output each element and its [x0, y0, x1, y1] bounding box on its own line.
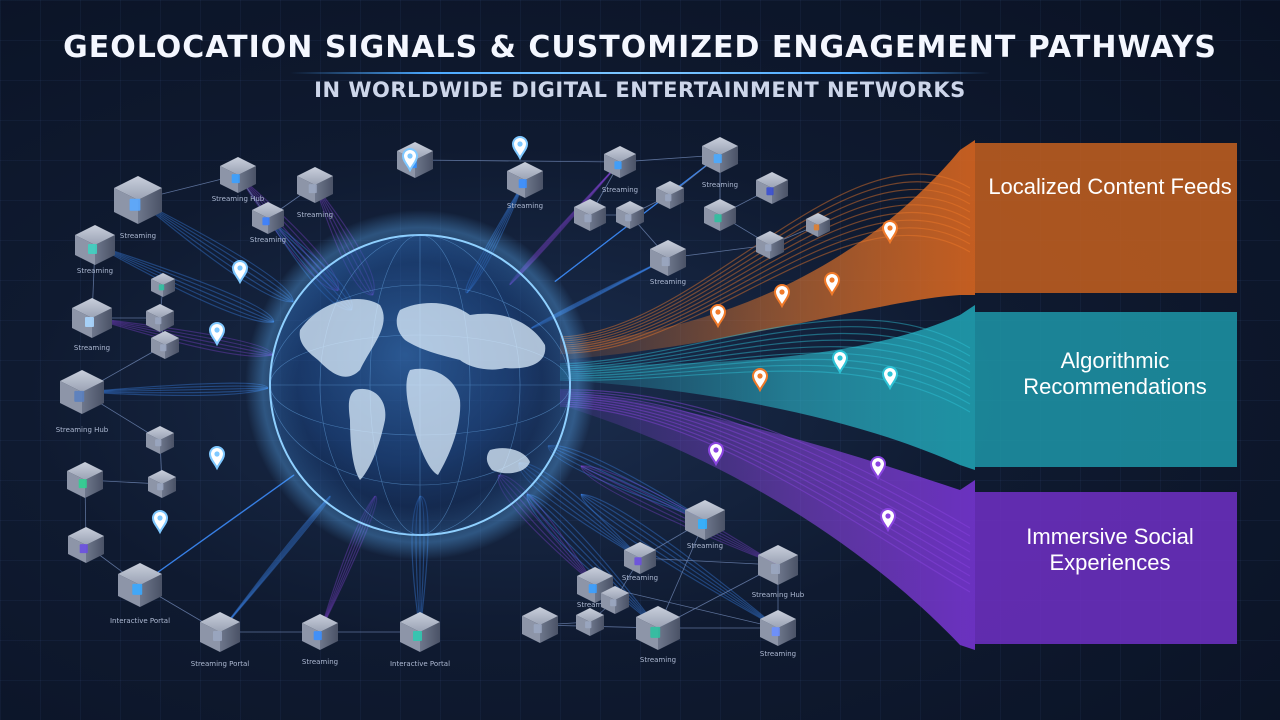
node-label-n17: Streaming — [687, 542, 723, 550]
node-label-n4: Streaming — [297, 211, 333, 219]
location-pin-icon — [231, 260, 249, 285]
node-n2: Streaming — [114, 176, 162, 240]
node-label-n15: Streaming — [650, 278, 686, 286]
node-n5: Streaming — [75, 225, 115, 275]
node-39 — [601, 586, 629, 614]
node-31 — [616, 201, 644, 229]
node-n3: Streaming — [250, 202, 286, 244]
location-pin-icon — [879, 508, 897, 533]
location-pins — [151, 136, 899, 535]
node-26 — [68, 527, 104, 563]
pathway-label-localized: Localized Content Feeds — [988, 174, 1232, 199]
node-22 — [151, 331, 179, 359]
node-34 — [756, 172, 788, 204]
node-n13: Streaming — [602, 146, 638, 194]
node-n20: Streaming — [636, 606, 680, 664]
node-label-n13: Streaming — [602, 186, 638, 194]
location-pin-icon — [511, 136, 529, 161]
node-n21: Streaming — [760, 610, 796, 658]
globe — [245, 210, 595, 560]
pathway-label-immersive: Immersive Social Experiences — [1026, 524, 1194, 575]
pathway-funnel-immersive — [560, 390, 1237, 650]
page-title: GEOLOCATION SIGNALS & CUSTOMIZED ENGAGEM… — [63, 30, 1217, 65]
node-n12: Streaming — [507, 162, 543, 210]
node-n17: Streaming — [685, 500, 725, 550]
node-label-n14: Streaming — [702, 181, 738, 189]
node-23 — [146, 426, 174, 454]
node-37 — [522, 607, 558, 643]
node-label-n16: Streaming — [577, 601, 613, 609]
node-n16: Streaming — [577, 567, 613, 609]
node-label-n20: Streaming — [640, 656, 676, 664]
node-label-n5: Streaming — [77, 267, 113, 275]
node-label-n19: Streaming Hub — [752, 591, 805, 599]
node-n1: Streaming Hub — [212, 157, 265, 203]
node-label-n8: Interactive Portal — [110, 617, 170, 625]
pathway-funnel-localized — [560, 140, 1237, 360]
location-pin-icon — [709, 304, 727, 329]
node-n19: Streaming Hub — [752, 545, 805, 599]
node-label-n21: Streaming — [760, 650, 796, 658]
page-subtitle: IN WORLDWIDE DIGITAL ENTERTAINMENT NETWO… — [314, 78, 966, 102]
node-27 — [146, 304, 174, 332]
node-label-n2: Streaming — [120, 232, 156, 240]
location-pin-icon — [401, 148, 419, 173]
continents — [299, 298, 546, 480]
node-n14: Streaming — [702, 137, 738, 189]
node-label-n12: Streaming — [507, 202, 543, 210]
location-pin-icon — [208, 446, 226, 471]
pathway-label-algorithmic: Algorithmic Recommendations — [1023, 348, 1207, 399]
node-n9: Streaming Portal — [191, 612, 250, 668]
node-n11: Interactive Portal — [390, 612, 450, 668]
node-n15: Streaming — [650, 240, 686, 286]
node-38 — [576, 608, 604, 636]
node-label-n7: Streaming — [74, 344, 110, 352]
node-label-n10: Streaming — [302, 658, 338, 666]
node-25 — [148, 470, 176, 498]
node-36 — [806, 213, 830, 237]
node-label-n18: Streaming — [622, 574, 658, 582]
node-label-n1: Streaming Hub — [212, 195, 265, 203]
location-pin-icon — [881, 220, 899, 245]
location-pin-icon — [707, 442, 725, 467]
location-pin-icon — [881, 366, 899, 391]
location-pin-icon — [831, 350, 849, 375]
location-pin-icon — [751, 368, 769, 393]
node-n7: Streaming — [72, 298, 112, 352]
node-24 — [67, 462, 103, 498]
node-35 — [756, 231, 784, 259]
node-28 — [151, 273, 175, 297]
node-32 — [656, 181, 684, 209]
node-n10: Streaming — [302, 614, 338, 666]
pathway-funnel-algorithmic — [560, 305, 1237, 470]
location-pin-icon — [151, 510, 169, 535]
node-n8: Interactive Portal — [110, 563, 170, 625]
location-pin-icon — [869, 456, 887, 481]
location-pin-icon — [208, 322, 226, 347]
node-label-n11: Interactive Portal — [390, 660, 450, 668]
location-pin-icon — [773, 284, 791, 309]
node-label-n6: Streaming Hub — [56, 426, 109, 434]
node-n4: Streaming — [297, 167, 333, 219]
node-33 — [704, 199, 736, 231]
location-pin-icon — [823, 272, 841, 297]
node-30 — [574, 199, 606, 231]
node-n18: Streaming — [622, 542, 658, 582]
title-divider — [290, 72, 990, 74]
node-n6: Streaming Hub — [56, 370, 109, 434]
node-label-n9: Streaming Portal — [191, 660, 250, 668]
node-label-n3: Streaming — [250, 236, 286, 244]
